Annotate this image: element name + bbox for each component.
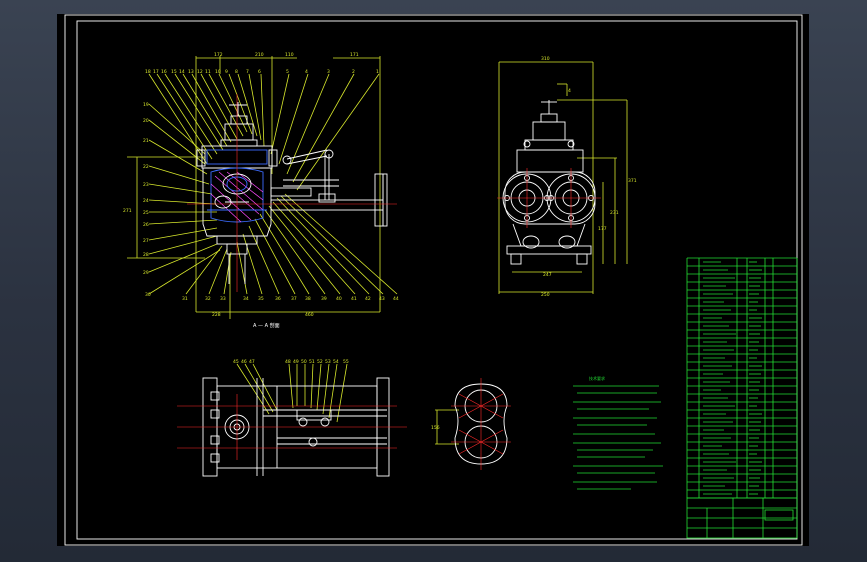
- svg-text:53: 53: [325, 359, 331, 365]
- drawing-viewport[interactable]: 172 210 110 171 271 228 460 A — A 剖面: [57, 14, 809, 546]
- svg-text:24: 24: [143, 198, 149, 204]
- dim-front-top-1: 172: [214, 52, 223, 58]
- dim-side-right-3: 177: [598, 226, 607, 232]
- dim-lobe-left: 156: [431, 425, 440, 431]
- svg-text:49: 49: [293, 359, 299, 365]
- svg-text:39: 39: [321, 296, 327, 302]
- section-label: A — A 剖面: [253, 322, 280, 329]
- svg-text:11: 11: [205, 69, 211, 75]
- dim-side-right-2: 231: [610, 210, 619, 216]
- svg-text:37: 37: [291, 296, 297, 302]
- dim-front-bottom-2: 460: [305, 312, 314, 318]
- technical-notes: 技术要求: [573, 375, 663, 490]
- side-view: 310 4 371 231 177 247 250: [497, 56, 637, 298]
- svg-text:47: 47: [249, 359, 255, 365]
- svg-text:32: 32: [205, 296, 211, 302]
- svg-text:26: 26: [143, 222, 149, 228]
- svg-text:5: 5: [286, 69, 289, 75]
- svg-text:10: 10: [215, 69, 221, 75]
- svg-text:12: 12: [197, 69, 203, 75]
- svg-text:45: 45: [233, 359, 239, 365]
- svg-text:15: 15: [171, 69, 177, 75]
- svg-text:22: 22: [143, 164, 149, 170]
- svg-text:40: 40: [336, 296, 342, 302]
- svg-text:35: 35: [258, 296, 264, 302]
- notes-title: 技术要求: [589, 375, 605, 381]
- svg-text:42: 42: [365, 296, 371, 302]
- svg-text:41: 41: [351, 296, 357, 302]
- svg-text:27: 27: [143, 238, 149, 244]
- svg-text:25: 25: [143, 210, 149, 216]
- svg-text:29: 29: [143, 270, 149, 276]
- parts-list-table: [686, 257, 798, 499]
- svg-text:4: 4: [305, 69, 308, 75]
- dim-front-top-4: 171: [350, 52, 359, 58]
- svg-text:51: 51: [309, 359, 315, 365]
- dim-front-bottom-1: 228: [212, 312, 221, 318]
- dim-front-top-2: 210: [255, 52, 264, 58]
- svg-text:55: 55: [343, 359, 349, 365]
- title-block: [686, 497, 798, 539]
- svg-text:1: 1: [376, 69, 379, 75]
- svg-text:6: 6: [258, 69, 261, 75]
- svg-text:46: 46: [241, 359, 247, 365]
- lobe-section: 156: [431, 378, 511, 470]
- svg-text:20: 20: [143, 118, 149, 124]
- dim-side-right-1: 371: [628, 178, 637, 184]
- svg-text:33: 33: [220, 296, 226, 302]
- svg-text:9: 9: [225, 69, 228, 75]
- svg-text:48: 48: [285, 359, 291, 365]
- svg-text:13: 13: [188, 69, 194, 75]
- svg-text:2: 2: [352, 69, 355, 75]
- svg-text:43: 43: [379, 296, 385, 302]
- svg-text:21: 21: [143, 138, 149, 144]
- front-section-view: 172 210 110 171 271 228 460 A — A 剖面: [123, 52, 399, 329]
- assembly-drawing: 172 210 110 171 271 228 460 A — A 剖面: [64, 14, 803, 546]
- svg-text:54: 54: [333, 359, 339, 365]
- dim-side-flag: 4: [568, 88, 571, 94]
- svg-text:7: 7: [246, 69, 249, 75]
- svg-text:8: 8: [235, 69, 238, 75]
- svg-text:52: 52: [317, 359, 323, 365]
- svg-text:18: 18: [145, 69, 151, 75]
- svg-text:16: 16: [161, 69, 167, 75]
- svg-text:28: 28: [143, 252, 149, 258]
- svg-text:19: 19: [143, 102, 149, 108]
- svg-text:17: 17: [153, 69, 159, 75]
- svg-text:3: 3: [327, 69, 330, 75]
- svg-text:30: 30: [145, 292, 151, 298]
- svg-text:31: 31: [182, 296, 188, 302]
- svg-text:36: 36: [275, 296, 281, 302]
- svg-text:34: 34: [243, 296, 249, 302]
- drawing-frame-inner: [76, 20, 798, 540]
- dim-side-bottom-1: 247: [543, 272, 552, 278]
- svg-text:14: 14: [179, 69, 185, 75]
- dim-front-top-3: 110: [285, 52, 294, 58]
- drawing-frame-outer: [64, 14, 803, 546]
- svg-text:38: 38: [305, 296, 311, 302]
- svg-text:44: 44: [393, 296, 399, 302]
- svg-text:50: 50: [301, 359, 307, 365]
- dim-side-top: 310: [541, 56, 550, 62]
- dim-side-bottom-2: 250: [541, 292, 550, 298]
- svg-text:23: 23: [143, 182, 149, 188]
- dim-front-left: 271: [123, 208, 132, 214]
